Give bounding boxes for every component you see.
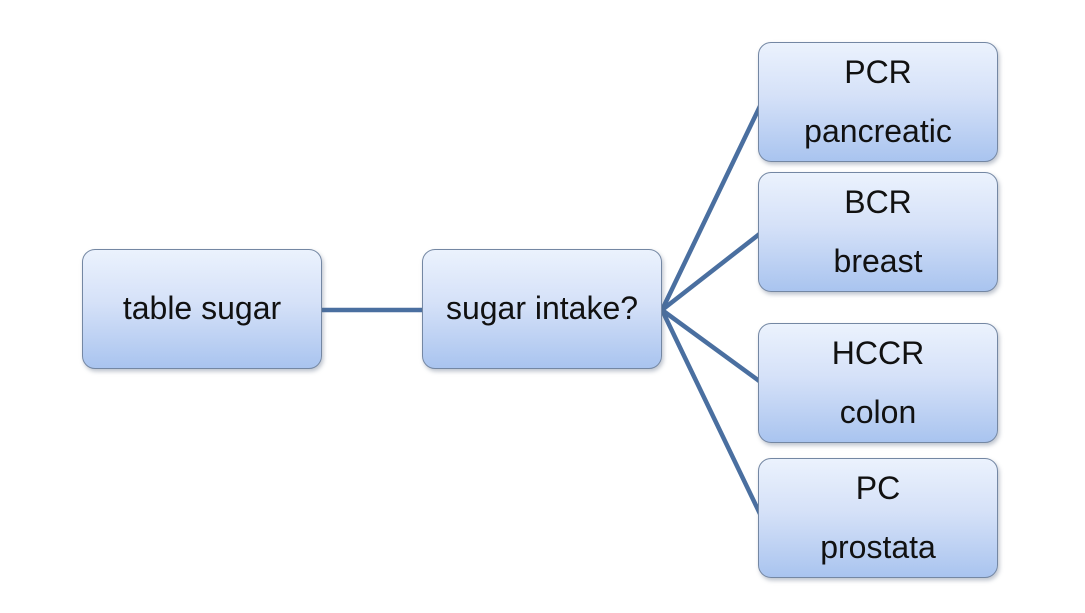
node-abbr: PCR: [844, 54, 912, 91]
node-table-sugar: table sugar: [82, 249, 322, 369]
node-label: pancreatic: [804, 112, 952, 149]
connector-question-to-pcr: [659, 99, 765, 313]
node-abbr: HCCR: [831, 335, 925, 372]
node-pcr-pancreatic: PCR pancreatic: [758, 42, 998, 162]
connector-question-to-hccr: [659, 307, 765, 386]
node-pc-prostata: PC prostata: [758, 458, 998, 578]
node-label: prostata: [820, 528, 936, 565]
node-bcr-breast: BCR breast: [758, 172, 998, 292]
node-hccr-colon: HCCR colon: [758, 323, 998, 443]
node-abbr: BCR: [844, 184, 912, 221]
node-sugar-intake: sugar intake?: [422, 249, 662, 369]
connector-question-to-pc: [659, 307, 765, 521]
node-label: table sugar: [122, 290, 282, 327]
node-label: sugar intake?: [445, 290, 639, 327]
node-label: breast: [833, 242, 923, 279]
node-abbr: PC: [855, 470, 901, 507]
node-label: colon: [839, 393, 917, 430]
connector-question-to-bcr: [659, 229, 765, 313]
